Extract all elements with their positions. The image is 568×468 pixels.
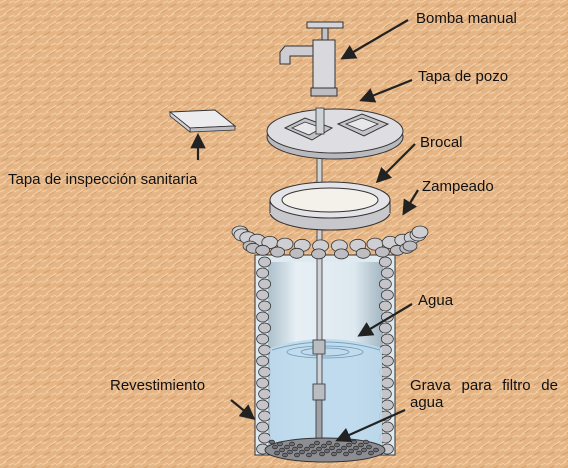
lining-stones-left	[256, 256, 272, 455]
arrow-grava	[335, 408, 406, 442]
label-zampeado: Zampeado	[422, 178, 494, 195]
label-tapa-de-pozo: Tapa de pozo	[418, 68, 509, 85]
arrow-tapa-pozo	[359, 78, 413, 103]
apron-stones	[231, 225, 429, 260]
lining-stones-right	[378, 256, 394, 455]
water	[270, 339, 382, 445]
arrow-bomba	[340, 19, 409, 60]
arrow-revestimiento	[230, 399, 256, 420]
label-grava: Grava para filtro de agua	[410, 377, 558, 411]
well-curb	[269, 181, 391, 231]
hand-pump	[279, 21, 344, 97]
label-brocal: Brocal	[420, 134, 463, 151]
label-bomba-manual: Bomba manual	[416, 10, 517, 27]
gravel-bed	[264, 437, 386, 463]
arrow-zampeado	[402, 189, 419, 216]
pointer-arrows	[190, 19, 419, 442]
label-agua: Agua	[418, 292, 454, 309]
arrow-agua	[357, 303, 413, 337]
label-tapa-inspeccion: Tapa de inspección sanitaria	[8, 171, 198, 188]
label-revestimiento: Revestimiento	[110, 377, 206, 394]
well-cover	[266, 107, 404, 160]
arrow-brocal	[375, 143, 416, 184]
inspection-cover	[168, 109, 237, 133]
